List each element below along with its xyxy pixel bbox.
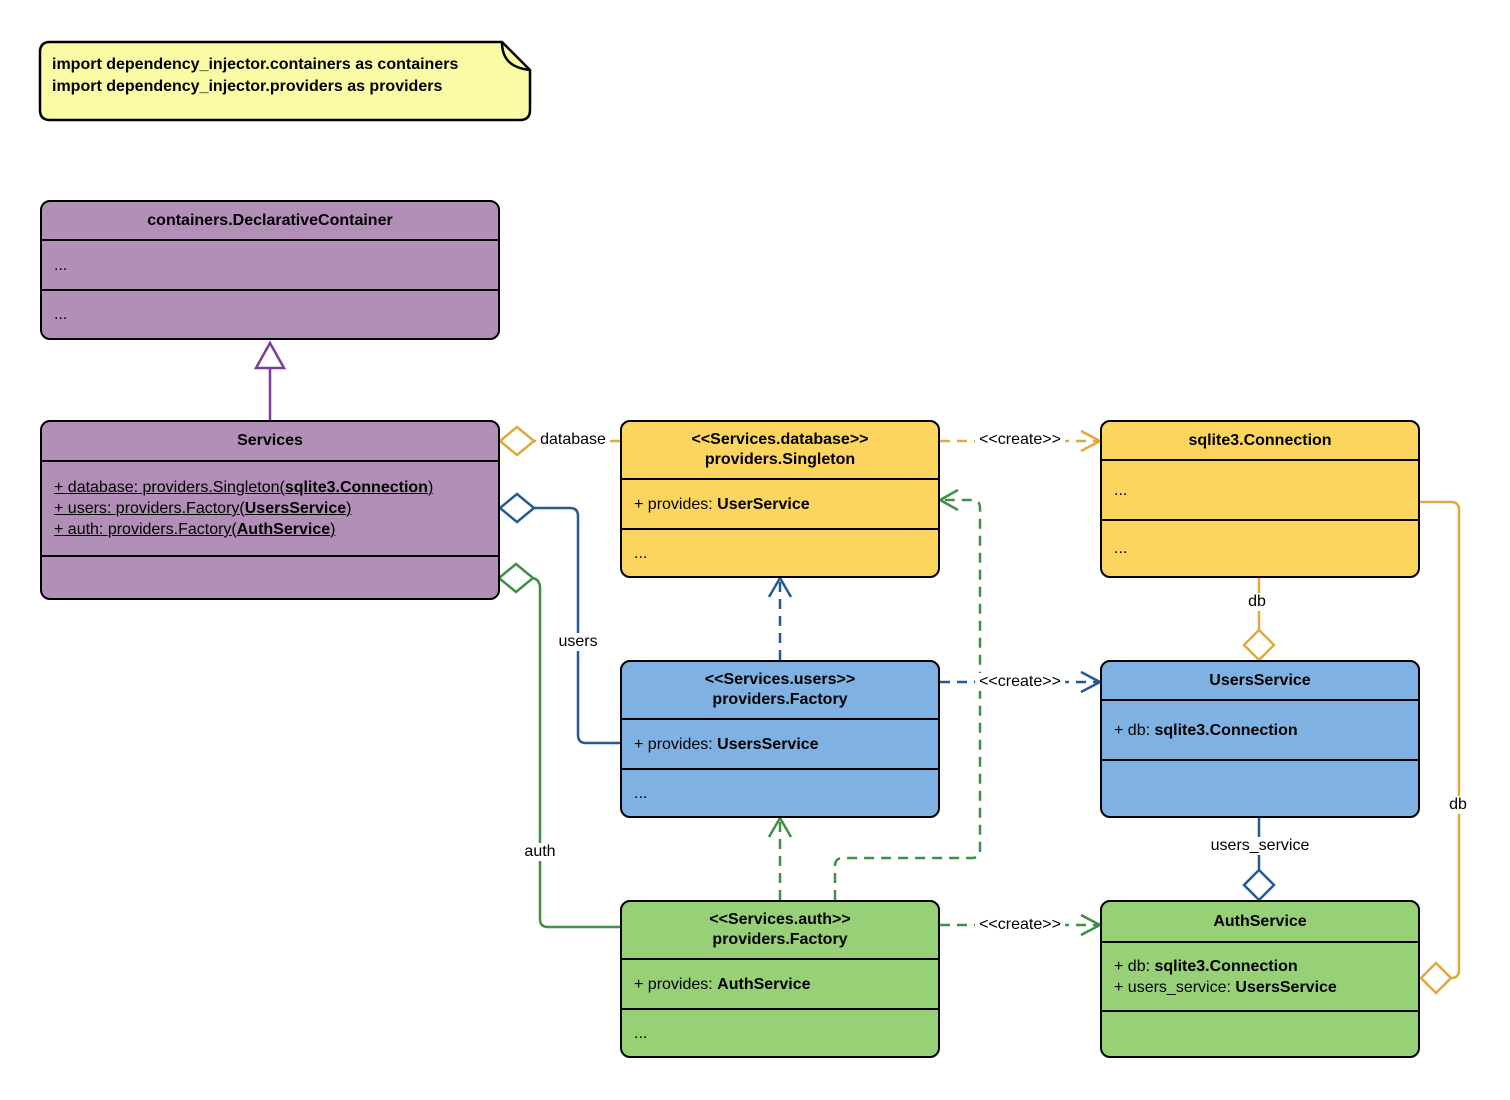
edge-label-create-auth: <<create>> <box>975 916 1065 934</box>
db-attr: + db: sqlite3.Connection <box>1114 957 1298 975</box>
class-auth-factory: <<Services.auth>> providers.Factory + pr… <box>620 900 940 1058</box>
users-service-attr: + users_service: UsersService <box>1114 978 1337 996</box>
class-attributes-compartment: + db: sqlite3.Connection <box>1102 699 1418 759</box>
diamond-icon <box>497 562 535 594</box>
users-aggregation-edge <box>498 492 620 745</box>
class-attributes-compartment: + provides: AuthService <box>622 958 938 1008</box>
class-methods-compartment <box>1102 1010 1418 1056</box>
class-declarative-container: containers.DeclarativeContainer ... ... <box>40 200 500 340</box>
provides-attr: + provides: AuthService <box>634 975 811 993</box>
class-stereotype: <<Services.users>> <box>704 671 856 688</box>
class-services: Services + database: providers.Singleton… <box>40 420 500 600</box>
open-arrow-icon <box>937 488 959 512</box>
class-attributes-compartment: ... <box>42 239 498 289</box>
provides-attr: + provides: UsersService <box>634 735 819 753</box>
class-methods-compartment: ... <box>622 768 938 816</box>
class-name: providers.Factory <box>712 931 848 948</box>
diamond-icon <box>498 492 536 524</box>
hollow-triangle-icon <box>253 340 287 370</box>
diamond-icon <box>1419 961 1453 995</box>
class-attributes-compartment: + database: providers.Singleton(sqlite3.… <box>42 460 498 555</box>
class-attributes-compartment: ... <box>1102 459 1418 519</box>
users-service-aggregation-edge <box>1242 818 1276 902</box>
class-database-singleton: <<Services.database>> providers.Singleto… <box>620 420 940 578</box>
class-users-service: UsersService + db: sqlite3.Connection <box>1100 660 1420 818</box>
edge-label-users-service: users_service <box>1206 837 1314 855</box>
edge-label-db-auth: db <box>1445 796 1471 814</box>
edge-label-create-database: <<create>> <box>975 431 1065 449</box>
class-methods-compartment: ... <box>1102 519 1418 576</box>
note-fold-icon <box>500 41 531 72</box>
class-title: AuthService <box>1213 912 1307 930</box>
note-shape <box>38 40 532 122</box>
class-methods-compartment: ... <box>622 1008 938 1056</box>
diamond-icon <box>498 425 536 457</box>
class-attributes-compartment: + provides: UsersService <box>622 718 938 768</box>
diamond-icon <box>1242 628 1276 662</box>
class-title: <<Services.users>> providers.Factory <box>622 662 938 718</box>
class-auth-service: AuthService + db: sqlite3.Connection + u… <box>1100 900 1420 1058</box>
open-arrow-icon <box>767 815 793 838</box>
db-users-aggregation-edge <box>1242 578 1276 662</box>
class-methods-compartment <box>1102 759 1418 816</box>
class-name: providers.Factory <box>712 691 848 708</box>
class-title: UsersService <box>1209 671 1311 689</box>
class-title: <<Services.database>> providers.Singleto… <box>622 422 938 478</box>
inheritance-edge <box>253 340 287 420</box>
edge-label-create-users: <<create>> <box>975 673 1065 691</box>
class-title: sqlite3.Connection <box>1188 431 1332 449</box>
class-methods-compartment <box>42 555 498 598</box>
class-stereotype: <<Services.database>> <box>691 431 869 448</box>
note-imports: import dependency_injector.containers as… <box>52 54 458 98</box>
auth-aggregation-edge <box>497 562 620 929</box>
edge-label-users: users <box>554 633 602 651</box>
services-attr-users: + users: providers.Factory(UsersService) <box>54 500 352 517</box>
class-stereotype: <<Services.auth>> <box>709 911 851 928</box>
class-attributes-compartment: + db: sqlite3.Connection + users_service… <box>1102 941 1418 1010</box>
db-attr: + db: sqlite3.Connection <box>1114 721 1298 739</box>
note-line: import dependency_injector.providers as … <box>52 78 443 95</box>
class-sqlite3-connection: sqlite3.Connection ... ... <box>1100 420 1420 578</box>
auth-factory-to-singleton-edge <box>833 488 982 900</box>
class-attributes-compartment: + provides: UserService <box>622 478 938 528</box>
open-arrow-icon <box>767 575 793 598</box>
edge-label-db-users: db <box>1244 593 1270 611</box>
db-auth-aggregation-edge <box>1419 500 1461 995</box>
class-name: providers.Singleton <box>704 451 856 468</box>
class-title: Services <box>237 432 303 449</box>
diamond-icon <box>1242 868 1276 902</box>
users-factory-to-singleton-edge <box>767 575 793 660</box>
provides-attr: + provides: UserService <box>634 495 810 513</box>
auth-factory-to-users-factory-edge <box>767 815 793 900</box>
services-attr-database: + database: providers.Singleton(sqlite3.… <box>54 479 434 496</box>
class-methods-compartment: ... <box>42 289 498 338</box>
class-users-factory: <<Services.users>> providers.Factory + p… <box>620 660 940 818</box>
class-title: containers.DeclarativeContainer <box>147 211 393 229</box>
note-line: import dependency_injector.containers as… <box>52 56 459 73</box>
class-methods-compartment: ... <box>622 528 938 576</box>
edge-label-auth: auth <box>520 843 560 861</box>
services-attr-auth: + auth: providers.Factory(AuthService) <box>54 521 336 538</box>
class-title: <<Services.auth>> providers.Factory <box>622 902 938 958</box>
edge-label-database: database <box>536 431 610 449</box>
